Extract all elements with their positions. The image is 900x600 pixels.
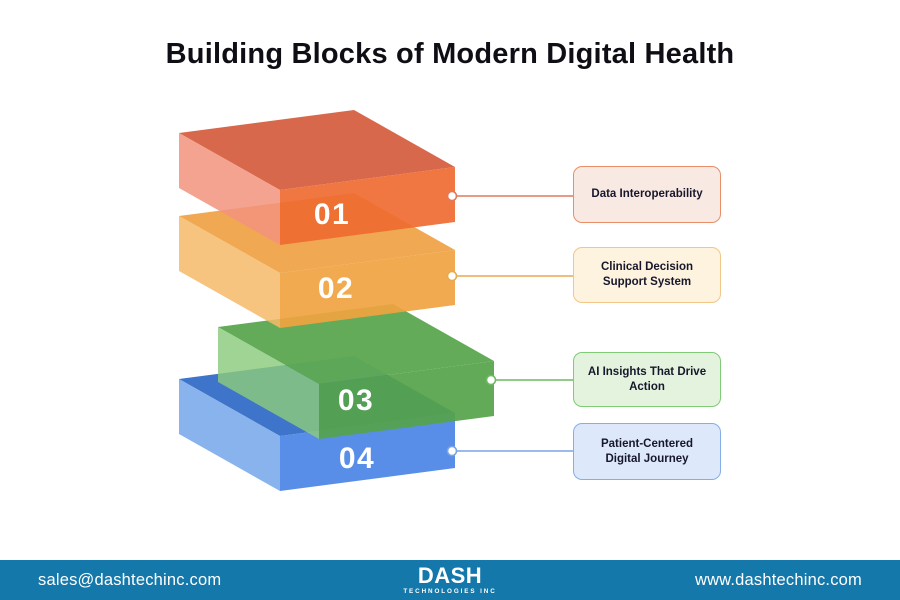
block-01-left-face	[179, 133, 280, 245]
block-02-front-face	[280, 250, 455, 328]
connector-dot-2	[446, 270, 458, 282]
dash-logo: DASH TECHNOLOGIES INC	[403, 562, 497, 595]
block-01-front-face	[280, 167, 455, 245]
footer-website: www.dashtechinc.com	[694, 570, 862, 589]
block-03-front-face	[319, 361, 494, 439]
connectors	[446, 190, 573, 457]
block-03-number: 03	[338, 384, 374, 417]
label-text: Clinical Decision Support System	[600, 261, 694, 288]
connector-dot-1	[446, 190, 458, 202]
block-03-left-face	[218, 327, 319, 439]
block-01-number: 01	[314, 198, 350, 231]
label-box-ai-insights: AI Insights That Drive Action	[573, 352, 721, 407]
block-04-number: 04	[339, 442, 375, 475]
block-02-left-face	[179, 216, 280, 328]
label-box-patient-centered-journey: Patient-Centered Digital Journey	[573, 423, 721, 480]
label-text: Data Interoperability	[591, 188, 703, 201]
footer-logo-tagline: TECHNOLOGIES INC	[403, 587, 497, 595]
label-text: Patient-Centered Digital Journey	[600, 437, 694, 465]
footer-bar: sales@dashtechinc.com DASH TECHNOLOGIES …	[0, 560, 900, 600]
page-title: Building Blocks of Modern Digital Health	[165, 38, 735, 70]
block-02-number: 02	[318, 272, 354, 305]
label-text: AI Insights That Drive Action	[587, 365, 707, 393]
footer-email: sales@dashtechinc.com	[38, 570, 222, 589]
footer-logo-text: DASH	[417, 562, 483, 588]
connector-dot-3	[485, 374, 497, 386]
block-01-top-face	[179, 110, 455, 190]
label-box-clinical-decision-support: Clinical Decision Support System	[573, 247, 721, 303]
connector-dot-4	[446, 445, 458, 457]
block-04-left-face	[179, 379, 280, 491]
block-01: 01	[179, 110, 455, 245]
label-box-data-interoperability: Data Interoperability	[573, 166, 721, 223]
